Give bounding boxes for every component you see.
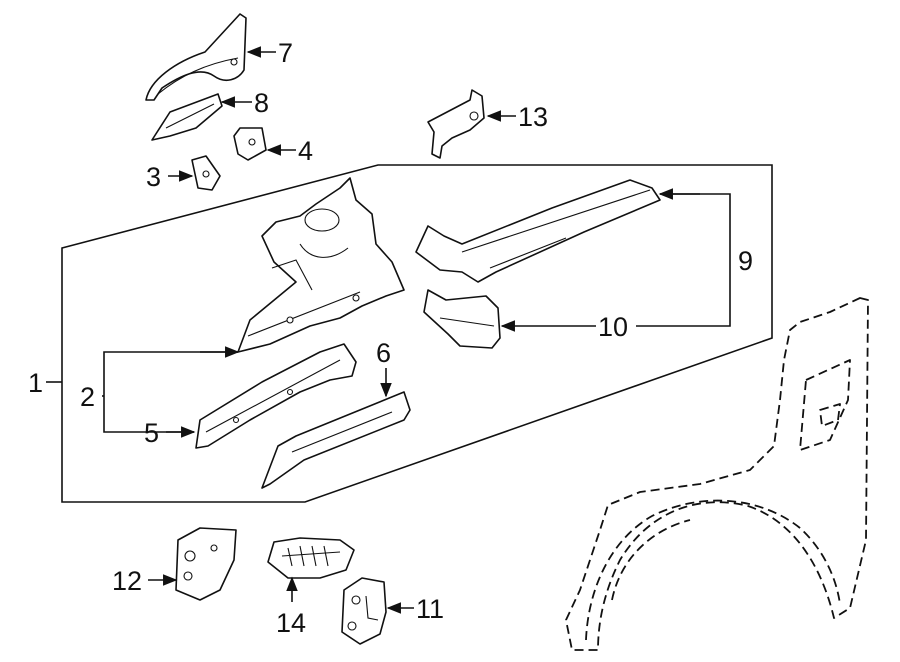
part-8-bracket xyxy=(151,93,223,141)
callout-4: 4 xyxy=(298,136,313,166)
leader-lines xyxy=(46,46,731,614)
callout-7: 7 xyxy=(278,38,293,68)
callout-3: 3 xyxy=(146,162,161,192)
part-5-lower-rail xyxy=(195,343,357,449)
callout-8: 8 xyxy=(254,88,269,118)
part-13-mount-bracket xyxy=(427,89,485,159)
callout-13: 13 xyxy=(518,102,548,132)
callout-1: 1 xyxy=(28,368,43,398)
part-11-bracket xyxy=(341,577,387,645)
part-6-rail-extension xyxy=(261,391,411,489)
part-10-closeout xyxy=(423,289,501,349)
part-2-front-apron xyxy=(237,177,405,353)
part-12-plate xyxy=(175,527,237,601)
fender-outline xyxy=(565,297,869,651)
part-4-bracket xyxy=(233,127,267,161)
callout-6: 6 xyxy=(376,338,391,368)
part-9-upper-rail xyxy=(415,179,661,283)
callout-12: 12 xyxy=(112,566,142,596)
callout-11: 11 xyxy=(416,594,444,624)
assembly-frame xyxy=(61,164,773,503)
callout-2: 2 xyxy=(80,382,95,412)
callout-10: 10 xyxy=(598,312,628,342)
part-3-reinforcement xyxy=(191,155,221,191)
callout-9: 9 xyxy=(738,246,753,276)
callout-14: 14 xyxy=(276,608,306,638)
part-14-insulator xyxy=(267,537,355,579)
callout-5: 5 xyxy=(144,418,159,448)
part-7-wheelhouse-upper xyxy=(145,13,247,101)
